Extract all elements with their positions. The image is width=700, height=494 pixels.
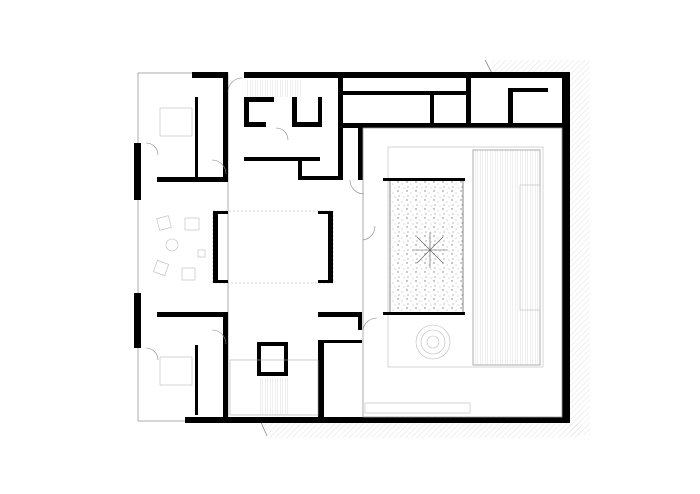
pool bbox=[472, 149, 541, 366]
lounge-furniture bbox=[152, 215, 206, 281]
interior-walls bbox=[157, 72, 563, 423]
terrace-deck-outline bbox=[387, 146, 544, 368]
staircase-top bbox=[246, 80, 302, 97]
fountain bbox=[415, 324, 451, 360]
exterior-walls bbox=[134, 72, 570, 423]
door-swings bbox=[145, 77, 378, 361]
terrace-area bbox=[362, 127, 563, 418]
bench bbox=[364, 402, 471, 414]
tree-icon bbox=[412, 232, 448, 268]
central-atrium bbox=[212, 210, 334, 284]
staircase-bottom bbox=[229, 359, 319, 416]
outer-envelope-line bbox=[137, 72, 229, 422]
bed-upper bbox=[159, 107, 193, 137]
bed-lower bbox=[159, 356, 193, 386]
courtyard-garden bbox=[383, 178, 465, 315]
